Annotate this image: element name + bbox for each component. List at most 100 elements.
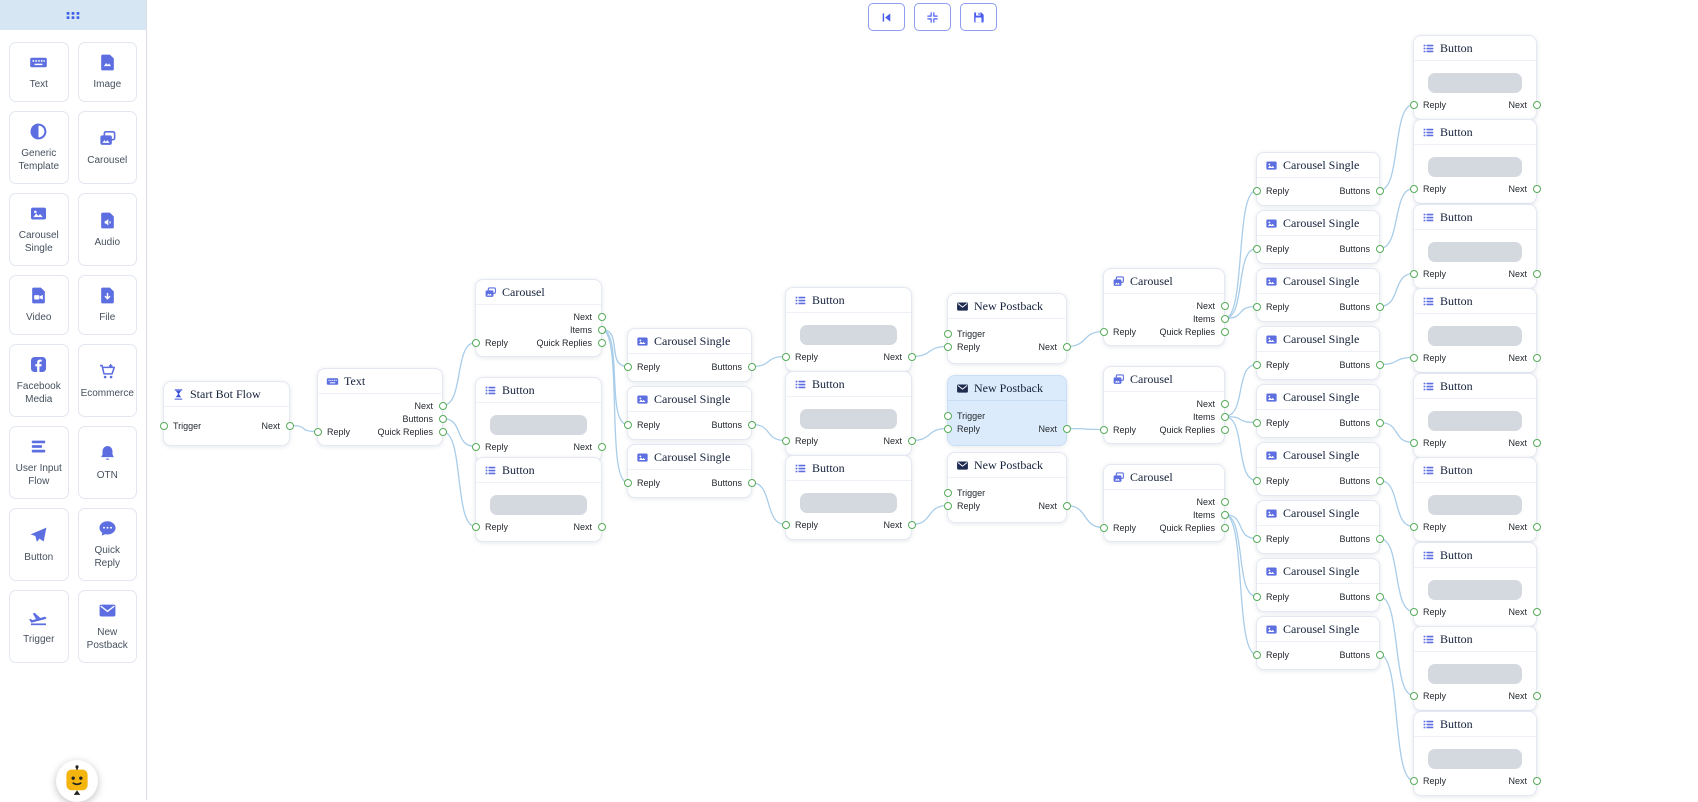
port-buttons[interactable] bbox=[1375, 186, 1384, 195]
port-reply[interactable] bbox=[623, 478, 632, 487]
port-items[interactable] bbox=[597, 325, 606, 334]
port-reply[interactable] bbox=[781, 520, 790, 529]
port-reply[interactable] bbox=[1252, 418, 1261, 427]
port-reply[interactable] bbox=[943, 501, 952, 510]
port-buttons[interactable] bbox=[1375, 302, 1384, 311]
port-trigger[interactable] bbox=[943, 411, 952, 420]
port-next[interactable] bbox=[1532, 522, 1541, 531]
port-next[interactable] bbox=[597, 522, 606, 531]
sidebar-item-generic-template[interactable]: Generic Template bbox=[9, 111, 69, 184]
sidebar-header-toggle[interactable] bbox=[0, 0, 146, 30]
sidebar-item-carousel[interactable]: Carousel bbox=[77, 111, 137, 184]
port-reply[interactable] bbox=[471, 442, 480, 451]
port-buttons[interactable] bbox=[747, 478, 756, 487]
port-trigger[interactable] bbox=[943, 488, 952, 497]
port-reply[interactable] bbox=[1252, 650, 1261, 659]
sidebar-item-otn[interactable]: OTN bbox=[77, 426, 137, 499]
port-reply[interactable] bbox=[1252, 476, 1261, 485]
port-buttons[interactable] bbox=[747, 362, 756, 371]
sidebar-item-ecommerce[interactable]: Ecommerce bbox=[77, 344, 137, 417]
sidebar-item-button[interactable]: Button bbox=[9, 508, 69, 581]
port-next[interactable] bbox=[597, 442, 606, 451]
port-buttons[interactable] bbox=[1375, 650, 1384, 659]
port-next[interactable] bbox=[907, 520, 916, 529]
port-reply[interactable] bbox=[1409, 691, 1418, 700]
port-next[interactable] bbox=[907, 436, 916, 445]
go-to-start-button[interactable] bbox=[868, 3, 905, 31]
port-reply[interactable] bbox=[943, 342, 952, 351]
port-next[interactable] bbox=[1220, 399, 1229, 408]
port-next[interactable] bbox=[1532, 353, 1541, 362]
port-next[interactable] bbox=[1062, 342, 1071, 351]
port-reply[interactable] bbox=[623, 362, 632, 371]
sidebar-item-new-postback[interactable]: New Postback bbox=[77, 590, 137, 663]
port-next[interactable] bbox=[1532, 438, 1541, 447]
port-trigger[interactable] bbox=[943, 329, 952, 338]
sidebar-item-trigger[interactable]: Trigger bbox=[9, 590, 69, 663]
port-next[interactable] bbox=[1532, 607, 1541, 616]
port-buttons[interactable] bbox=[747, 420, 756, 429]
port-next[interactable] bbox=[438, 401, 447, 410]
port-next[interactable] bbox=[1062, 501, 1071, 510]
port-quick-replies[interactable] bbox=[1220, 425, 1229, 434]
port-reply[interactable] bbox=[781, 436, 790, 445]
port-reply[interactable] bbox=[1409, 184, 1418, 193]
sidebar-item-audio[interactable]: Audio bbox=[77, 193, 137, 266]
port-buttons[interactable] bbox=[1375, 360, 1384, 369]
sidebar-item-file[interactable]: File bbox=[77, 275, 137, 335]
sidebar-item-text[interactable]: Text bbox=[9, 42, 69, 102]
port-next[interactable] bbox=[1532, 691, 1541, 700]
port-trigger[interactable] bbox=[159, 421, 168, 430]
port-reply[interactable] bbox=[1099, 523, 1108, 532]
port-reply[interactable] bbox=[1252, 592, 1261, 601]
port-next[interactable] bbox=[1532, 100, 1541, 109]
save-button[interactable] bbox=[960, 3, 997, 31]
port-quick-replies[interactable] bbox=[597, 338, 606, 347]
port-buttons[interactable] bbox=[1375, 476, 1384, 485]
sidebar-item-image[interactable]: Image bbox=[77, 42, 137, 102]
port-reply[interactable] bbox=[623, 420, 632, 429]
sidebar-item-video[interactable]: Video bbox=[9, 275, 69, 335]
sidebar-item-user-input-flow[interactable]: User Input Flow bbox=[9, 426, 69, 499]
port-reply[interactable] bbox=[1099, 327, 1108, 336]
port-reply[interactable] bbox=[943, 424, 952, 433]
port-buttons[interactable] bbox=[1375, 592, 1384, 601]
port-reply[interactable] bbox=[1252, 244, 1261, 253]
port-reply[interactable] bbox=[1409, 269, 1418, 278]
sidebar-item-carousel-single[interactable]: Carousel Single bbox=[9, 193, 69, 266]
port-quick-replies[interactable] bbox=[1220, 327, 1229, 336]
port-reply[interactable] bbox=[781, 352, 790, 361]
port-items[interactable] bbox=[1220, 314, 1229, 323]
port-reply[interactable] bbox=[1252, 302, 1261, 311]
port-reply[interactable] bbox=[1409, 353, 1418, 362]
port-reply[interactable] bbox=[1099, 425, 1108, 434]
port-reply[interactable] bbox=[1409, 776, 1418, 785]
port-next[interactable] bbox=[1220, 301, 1229, 310]
